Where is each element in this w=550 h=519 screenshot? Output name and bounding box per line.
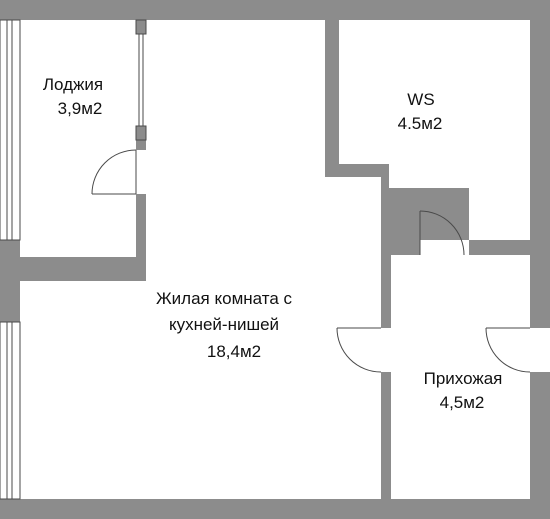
hallway-area: 4,5м2 (440, 393, 485, 412)
window-post-top (135, 19, 147, 35)
loggia-door-arc (91, 149, 137, 195)
hallway-door (336, 327, 382, 373)
hallway-door-opening (381, 328, 391, 372)
loggia-window-opening (136, 34, 146, 126)
window-post-bottom (135, 125, 147, 141)
wc-door-opening (420, 240, 469, 255)
window-frames (0, 19, 147, 500)
doors (91, 149, 531, 373)
wc-door (419, 210, 465, 256)
loggia-name: Лоджия (43, 75, 103, 94)
wc-area: 4.5м2 (398, 114, 443, 133)
loggia-door-opening (136, 150, 146, 194)
hallway-floor (391, 255, 530, 499)
loggia-floor (20, 20, 136, 257)
entrance-door (485, 327, 531, 373)
wc-name: WS (407, 90, 434, 109)
entrance-door-opening (530, 328, 550, 372)
living-room-floor (20, 20, 381, 499)
wc-door-arc (419, 210, 465, 256)
living-window (0, 321, 21, 500)
loggia-door (91, 149, 137, 195)
living-room-area: 18,4м2 (207, 342, 261, 361)
loggia-area: 3,9м2 (58, 99, 103, 118)
living-room-name-line-1: Жилая комната с (156, 289, 293, 308)
hallway-door-arc (336, 327, 382, 373)
wc-floor (339, 20, 530, 240)
living-room-name-line-2: кухней-нишей (169, 315, 279, 334)
loggia-outer-window (0, 19, 21, 241)
entrance-door-arc (485, 327, 531, 373)
hallway-name: Прихожая (424, 369, 503, 388)
